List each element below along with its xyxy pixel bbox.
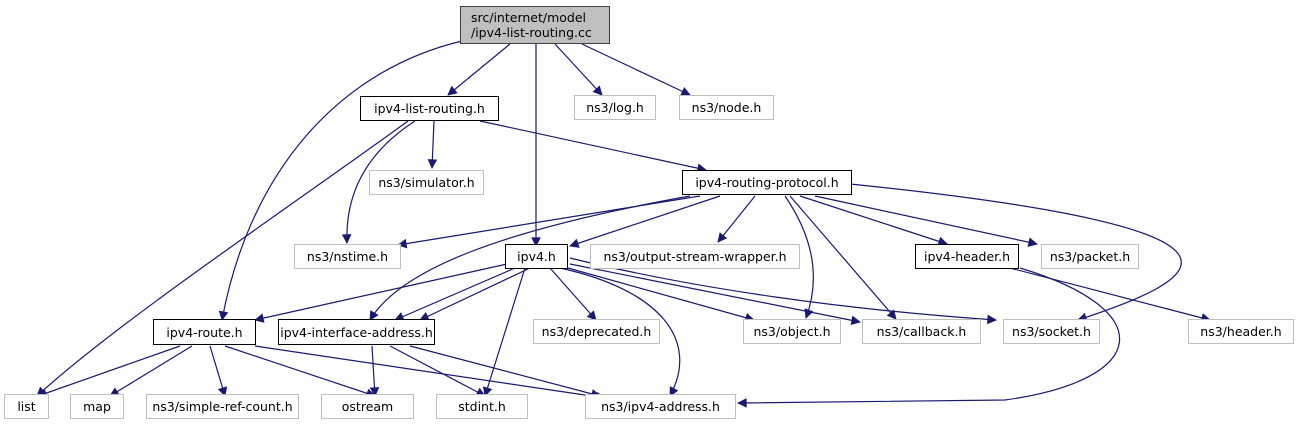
edge-ipv4-ipv4addr xyxy=(559,267,681,397)
edge-rp-nstime xyxy=(397,195,701,249)
node-ipv4-interface-address-h[interactable]: ipv4-interface-address.h xyxy=(278,319,435,345)
node-list[interactable]: list xyxy=(4,394,49,419)
node-socket-h[interactable]: ns3/socket.h xyxy=(1003,319,1100,344)
edge-ipv4-iface1 xyxy=(394,267,516,321)
edge-root-listrouting xyxy=(447,43,511,96)
edge-route-ostream xyxy=(224,345,376,398)
edge-rp-packet xyxy=(814,195,1038,247)
node-simulator-h[interactable]: ns3/simulator.h xyxy=(369,170,484,195)
node-stdint-h[interactable]: stdint.h xyxy=(436,394,528,419)
edge-ipv4-object xyxy=(567,267,755,323)
edge-ipv4-callback xyxy=(569,263,861,326)
node-ipv4-list-routing-h[interactable]: ipv4-list-routing.h xyxy=(360,96,499,121)
edge-root-log xyxy=(554,43,603,96)
node-ipv4-address-h[interactable]: ns3/ipv4-address.h xyxy=(585,394,736,419)
node-simple-ref-count-h[interactable]: ns3/simple-ref-count.h xyxy=(146,394,299,419)
node-ipv4-header-h[interactable]: ipv4-header.h xyxy=(915,244,1019,269)
edge-rp-iface xyxy=(369,195,691,321)
node-node-h[interactable]: ns3/node.h xyxy=(679,95,774,120)
node-log-h[interactable]: ns3/log.h xyxy=(574,95,656,120)
edge-rp-ipv4 xyxy=(569,195,721,248)
node-object-h[interactable]: ns3/object.h xyxy=(743,319,841,344)
edge-lr-simulator xyxy=(427,120,438,169)
edge-iface-ipv4addr xyxy=(409,345,601,399)
node-packet-h[interactable]: ns3/packet.h xyxy=(1041,244,1139,269)
node-header-h[interactable]: ns3/header.h xyxy=(1188,319,1294,344)
edge-root-node xyxy=(581,43,691,96)
edge-lr-nstime xyxy=(341,120,416,244)
root-line2: /ipv4-list-routing.cc xyxy=(471,25,592,40)
edge-iface-ostream xyxy=(369,345,380,397)
edge-ipv4-deprecated xyxy=(549,267,597,321)
node-map[interactable]: map xyxy=(70,394,124,419)
edge-header-header xyxy=(1009,267,1211,323)
edge-route-src xyxy=(209,345,228,397)
node-callback-h[interactable]: ns3/callback.h xyxy=(862,319,981,344)
edge-ipv4-iface2 xyxy=(419,267,531,321)
edge-root-route xyxy=(218,40,463,321)
edge-ipv4-route xyxy=(254,263,508,323)
edge-rp-header xyxy=(799,195,948,246)
edge-rp-callback xyxy=(789,195,897,320)
edge-ipv4-stdint xyxy=(482,267,526,397)
node-ostream[interactable]: ostream xyxy=(321,394,414,419)
edge-header-ipv4addr xyxy=(737,267,1120,408)
node-ipv4-routing-protocol-h[interactable]: ipv4-routing-protocol.h xyxy=(682,170,852,195)
node-deprecated-h[interactable]: ns3/deprecated.h xyxy=(533,319,660,344)
edge-ipv4-socket xyxy=(569,257,997,325)
edge-rp-output xyxy=(717,195,756,243)
node-output-stream-wrapper-h[interactable]: ns3/output-stream-wrapper.h xyxy=(590,244,800,269)
edge-lr-list xyxy=(36,120,409,397)
edge-route-map xyxy=(109,345,193,397)
edge-rp-object xyxy=(784,195,815,319)
node-ipv4-route-h[interactable]: ipv4-route.h xyxy=(153,319,256,345)
root-node-ipv4-list-routing-cc[interactable]: src/internet/model /ipv4-list-routing.cc xyxy=(460,6,610,44)
node-ipv4-h[interactable]: ipv4.h xyxy=(505,244,568,269)
edge-route-ipv4addr xyxy=(254,345,606,402)
edge-iface-stdint xyxy=(389,345,486,397)
edge-lr-routingproto xyxy=(479,120,707,173)
edge-rp-socket xyxy=(849,183,1182,322)
edge-route-list xyxy=(37,345,181,398)
node-nstime-h[interactable]: ns3/nstime.h xyxy=(294,244,401,269)
root-line1: src/internet/model xyxy=(471,10,587,25)
